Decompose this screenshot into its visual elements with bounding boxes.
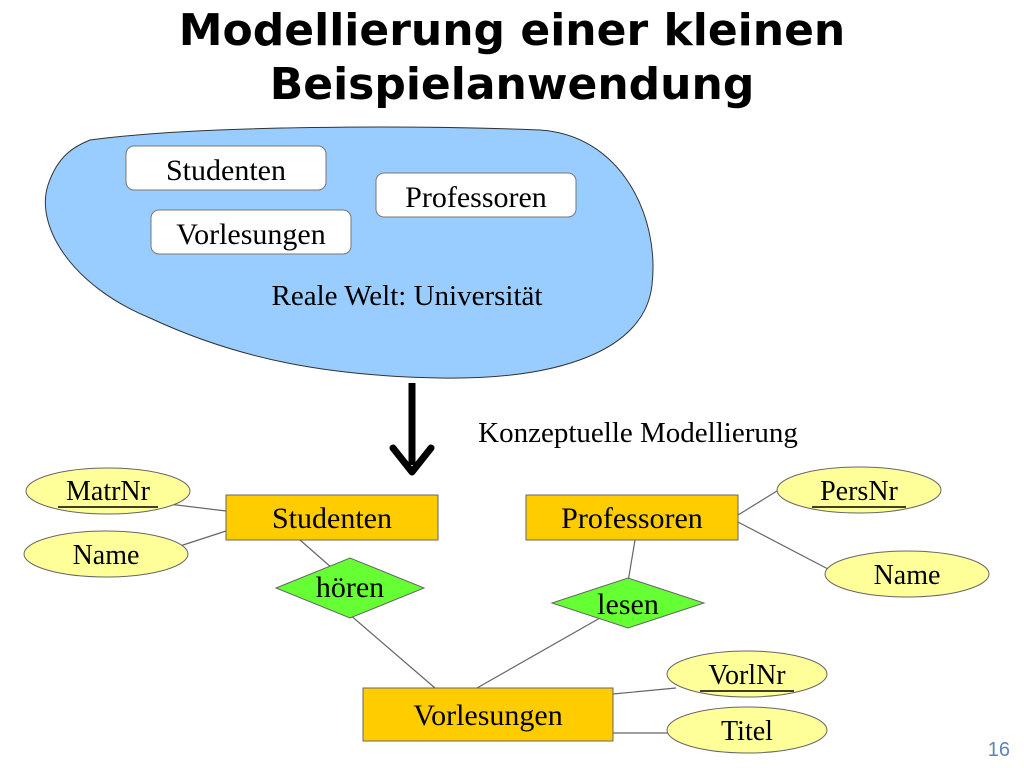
- slide-title: Modellierung einer kleinen Beispielanwen…: [0, 4, 1024, 112]
- relationship-hoeren: hören: [274, 557, 426, 619]
- svg-text:Professoren: Professoren: [405, 181, 547, 214]
- title-line-2: Beispielanwendung: [269, 59, 755, 110]
- arrow-label: Konzeptuelle Modellierung: [478, 417, 798, 449]
- attribute-vorlnr: VorlNr: [666, 650, 828, 698]
- connector-lines: [159, 482, 829, 734]
- attribute-matrnr: MatrNr: [25, 467, 191, 515]
- rw-box-studenten: Studenten: [125, 145, 327, 191]
- svg-text:Studenten: Studenten: [166, 154, 286, 187]
- svg-text:Studenten: Studenten: [272, 502, 392, 535]
- title-line-1: Modellierung einer kleinen: [178, 5, 846, 56]
- rw-box-vorlesungen: Vorlesungen: [150, 209, 352, 255]
- attribute-student-name: Name: [23, 530, 189, 578]
- down-arrow-icon: [389, 383, 435, 476]
- attribute-titel: Titel: [666, 706, 828, 754]
- svg-text:hören: hören: [316, 571, 384, 604]
- svg-text:Name: Name: [874, 560, 941, 591]
- rw-box-professoren: Professoren: [375, 172, 577, 218]
- svg-text:PersNr: PersNr: [820, 476, 898, 507]
- real-world-label: Reale Welt: Universität: [272, 280, 543, 312]
- svg-text:Name: Name: [73, 540, 140, 571]
- svg-text:lesen: lesen: [597, 588, 659, 621]
- svg-text:MatrNr: MatrNr: [66, 476, 151, 507]
- svg-text:VorlNr: VorlNr: [708, 660, 786, 691]
- relationship-lesen: lesen: [550, 577, 706, 629]
- attribute-persnr: PersNr: [776, 466, 942, 514]
- entity-professoren: Professoren: [525, 494, 739, 541]
- svg-text:Professoren: Professoren: [561, 502, 703, 535]
- svg-text:Vorlesungen: Vorlesungen: [413, 699, 562, 732]
- entity-vorlesungen: Vorlesungen: [362, 687, 614, 742]
- attribute-prof-name: Name: [824, 550, 990, 598]
- svg-text:Titel: Titel: [721, 716, 773, 747]
- entity-studenten: Studenten: [225, 494, 439, 541]
- svg-text:Vorlesungen: Vorlesungen: [176, 218, 325, 251]
- page-number: 16: [987, 739, 1010, 761]
